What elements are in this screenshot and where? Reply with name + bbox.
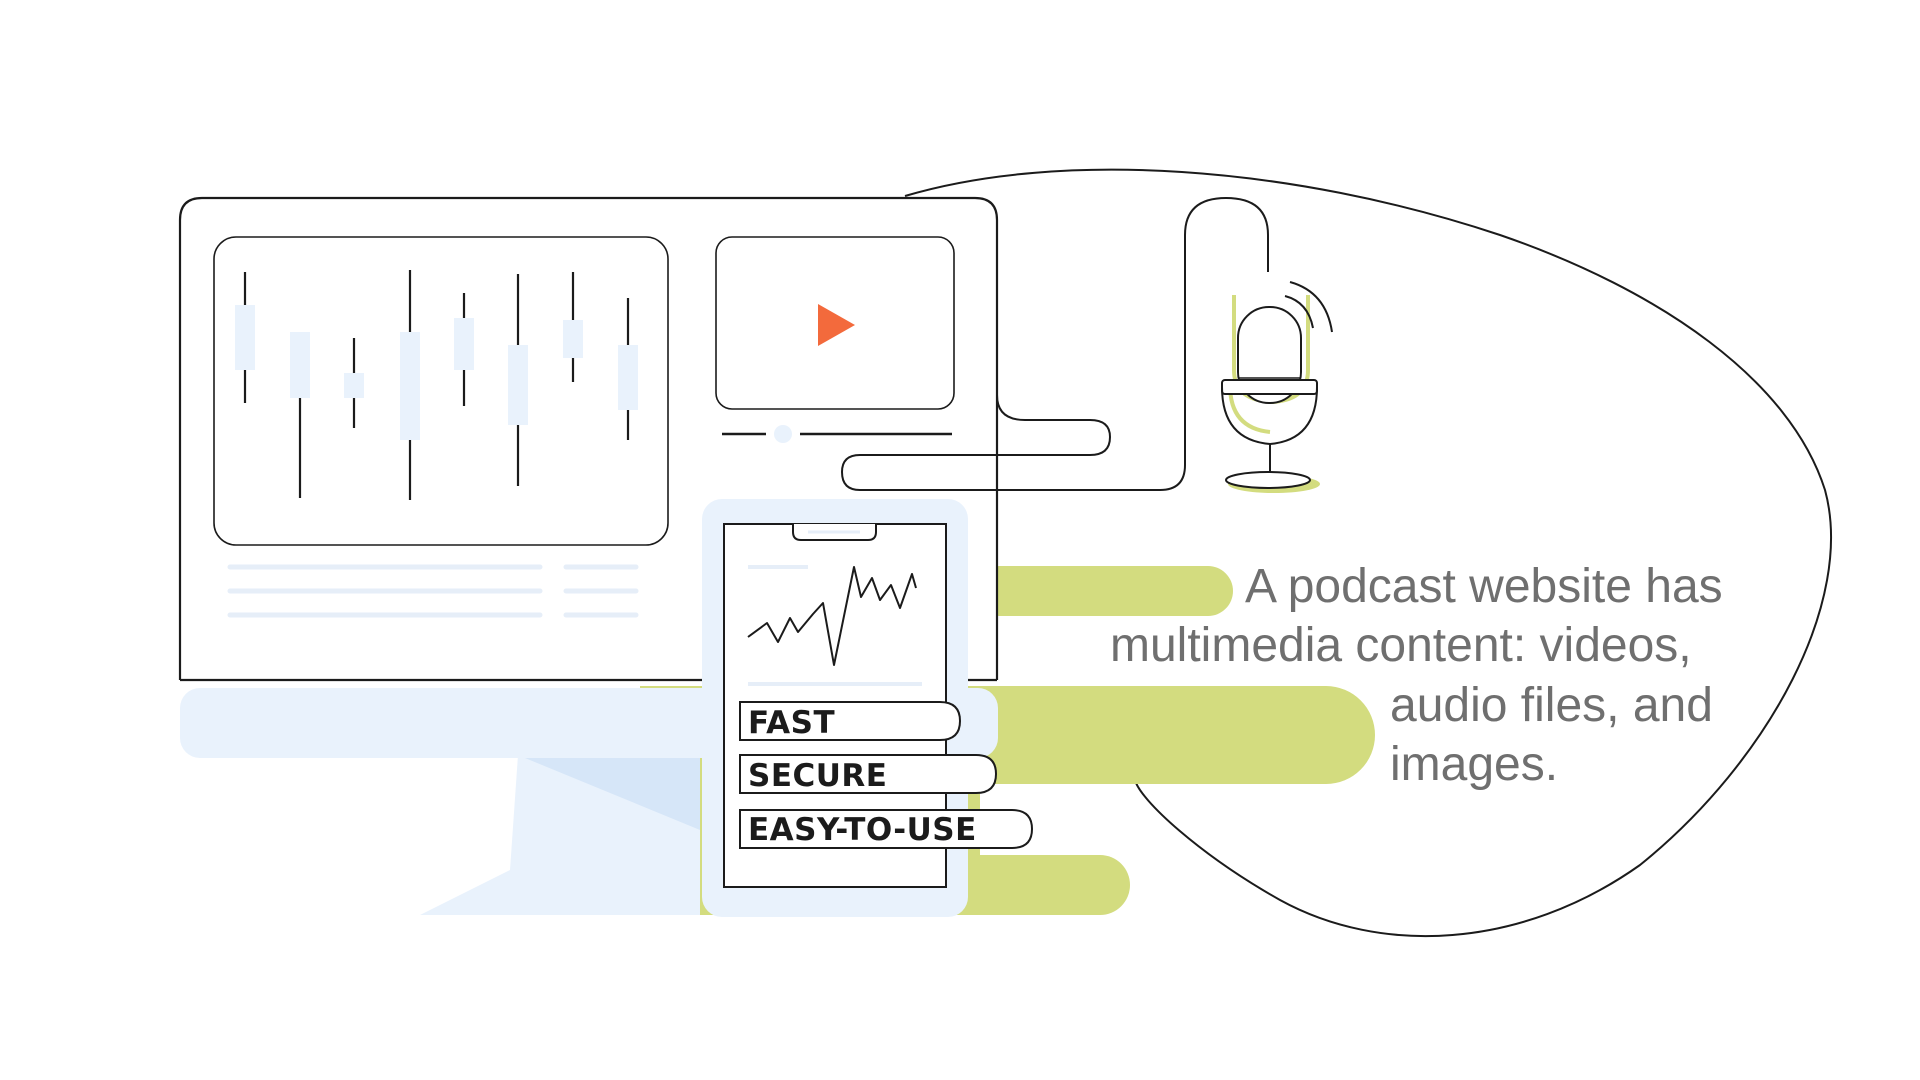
candle-body	[508, 345, 528, 425]
caption-line-1: A podcast website has	[1245, 560, 1723, 613]
candle-body	[563, 320, 583, 358]
microphone-cable	[840, 196, 1269, 491]
feature-easy-to-use: EASY-TO-USE	[748, 812, 977, 848]
feature-fast: FAST	[748, 705, 835, 741]
feature-list: FAST SECURE EASY-TO-USE	[739, 701, 1034, 849]
stand-shadow	[525, 758, 700, 830]
caption-line-2: multimedia content: videos,	[1110, 619, 1692, 672]
chart-panel	[213, 236, 669, 546]
feature-pill-easy	[739, 809, 1034, 849]
background-blob	[904, 168, 1833, 938]
placeholder-lines	[227, 564, 639, 618]
progress-handle[interactable]	[774, 425, 792, 443]
candle-body	[344, 373, 364, 398]
candle-body	[454, 318, 474, 370]
candle-body	[235, 305, 255, 370]
caption-line-4: images.	[1390, 738, 1558, 791]
caption: A podcast website has multimedia content…	[1110, 560, 1723, 791]
play-icon[interactable]	[818, 304, 855, 346]
phone-line-chart	[747, 566, 917, 666]
candle-body	[618, 345, 638, 410]
feature-pill-fast	[739, 701, 962, 741]
feature-pill-secure	[739, 754, 998, 794]
caption-line-3: audio files, and	[1390, 679, 1713, 732]
candle-body	[290, 332, 310, 398]
video-progress-bar[interactable]	[722, 425, 952, 443]
candle-body	[400, 332, 420, 440]
feature-secure: SECURE	[748, 758, 887, 794]
microphone-icon	[1221, 281, 1333, 493]
candlestick-chart	[235, 270, 638, 500]
